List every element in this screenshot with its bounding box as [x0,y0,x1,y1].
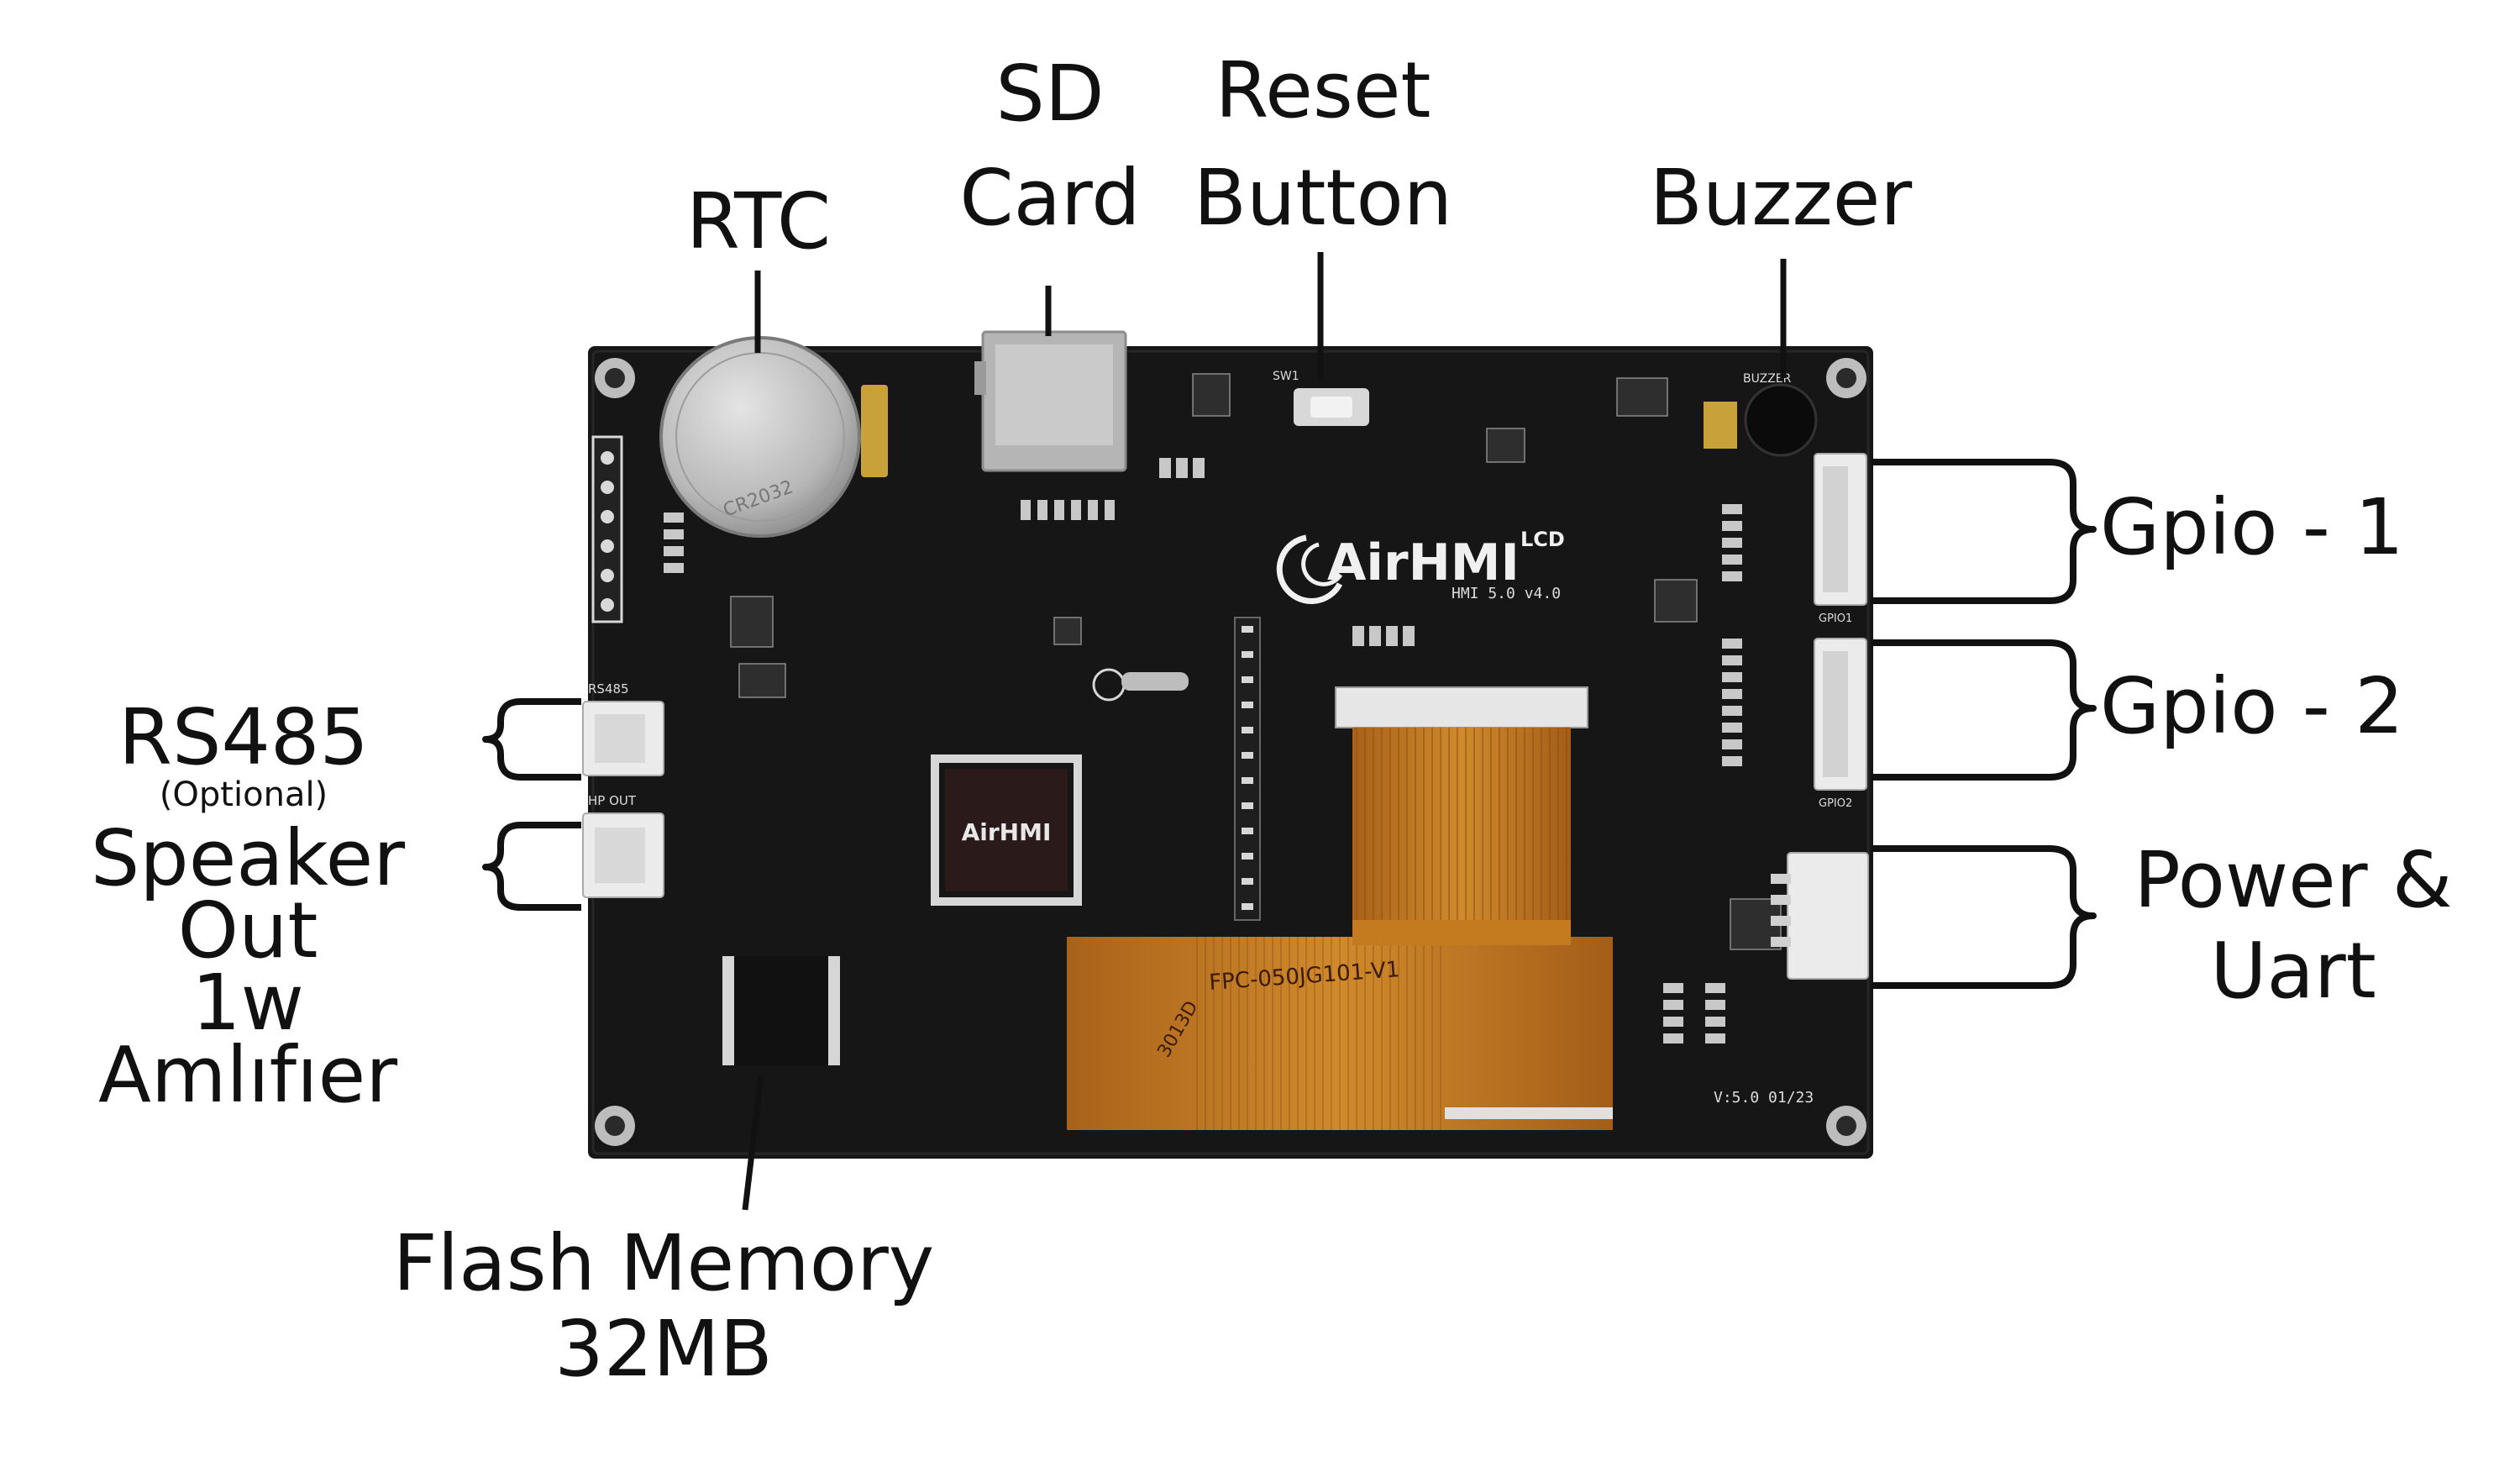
svg-text:HP OUT: HP OUT [588,793,637,808]
power-label-line2: Uart [2210,926,2376,1016]
gpio2-label: Gpio - 2 [2100,661,2404,751]
flash-label-line2: 32MB [554,1304,773,1394]
svg-text:RS485: RS485 [588,681,629,697]
sd-card-label-line1: SD [995,49,1105,139]
sd-card-slot [974,330,1127,472]
buzzer-label: Buzzer [1649,153,1913,243]
svg-text:GPIO2: GPIO2 [1819,797,1852,810]
left-braces [482,698,581,911]
smd-passives [664,458,1742,1044]
pad-column [1234,617,1261,921]
rs485-note: (Optional) [159,775,328,814]
logo-suffix: LCD [1520,528,1565,551]
small-components [730,373,1782,950]
flash-label-line1: Flash Memory [392,1218,935,1308]
reset-label-line1: Reset [1215,45,1431,135]
crystal [1092,668,1189,702]
rtc-battery: CR2032 [659,336,888,538]
chip-logo: AirHMI [962,818,1052,846]
gpio-connectors: GPIO1 GPIO2 [1814,453,1867,810]
rs485-connector: RS485 [582,681,664,776]
model-text: HMI 5.0 v4.0 [1452,585,1561,602]
board-logo: AirHMI LCD HMI 5.0 v4.0 [1276,528,1565,604]
reset-label-line2: Button [1193,153,1453,243]
speaker-label-line1: Speaker [90,813,406,903]
svg-text:SW1: SW1 [1273,370,1299,383]
svg-text:GPIO1: GPIO1 [1819,612,1852,625]
mcu-chip: AirHMI [931,754,1082,906]
gpio1-label: Gpio - 1 [2100,482,2404,572]
speaker-label-line2: Out [177,886,318,975]
hp-out-connector: HP OUT [582,793,664,898]
mounting-holes [595,358,1866,1146]
version-text: V:5.0 01/23 [1714,1089,1814,1107]
reset-switch: SW1 [1273,370,1369,426]
power-uart-connector [1771,852,1869,980]
speaker-label-line3: 1w [192,958,304,1048]
left-pin-header [591,435,623,623]
leader-lines [742,252,1787,1211]
logo-text: AirHMI [1327,534,1520,592]
rtc-label: RTC [685,176,832,266]
fpc-cable: FPC-050JG101-V1 3013D [1067,686,1613,1130]
rs485-label: RS485 [118,692,369,782]
svg-text:BUZZER: BUZZER [1743,372,1792,386]
speaker-label-line4: Amlıfıer [97,1030,398,1120]
right-braces [1872,459,2097,989]
flash-chip [722,956,840,1065]
sd-card-label-line2: Card [959,153,1141,243]
power-label-line1: Power & [2134,835,2453,925]
buzzer-component: BUZZER [1704,372,1818,457]
